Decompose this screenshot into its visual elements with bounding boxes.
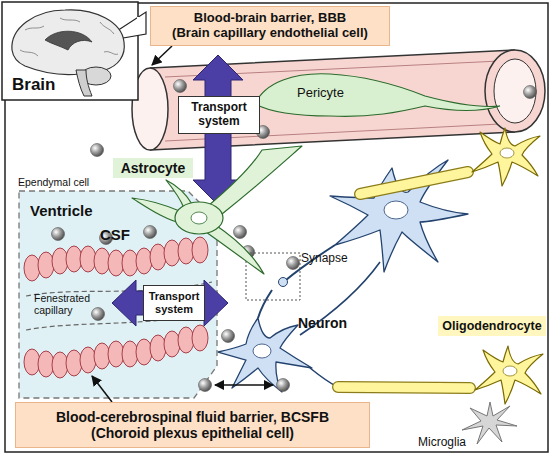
molecule: [277, 379, 290, 392]
text-holder: Astrocyte: [113, 158, 193, 178]
axon-terminal: [279, 278, 288, 287]
astrocyte-endfoot: [208, 146, 302, 214]
molecule: [91, 144, 104, 157]
exchange-arrow: [215, 384, 273, 386]
cell-label: Pericyte: [297, 86, 357, 100]
neuron-cell: [330, 160, 468, 272]
barrier-box: Blood-cerebrospinal fluid barrier, BCSFB…: [15, 402, 370, 448]
text-holder: Oligodendrocyte: [438, 316, 546, 336]
text-holder: Transport system: [144, 286, 204, 320]
structure-label: Synapse: [301, 252, 361, 265]
molecule: [287, 257, 300, 270]
neuron-nucleus: [253, 344, 271, 358]
box-title: Oligodendrocyte: [442, 319, 541, 333]
text-holder: Blood-brain barrier, BBB(Brain capillary…: [151, 7, 389, 45]
brainstem: [76, 70, 92, 96]
synapse-frame: [246, 253, 300, 300]
cell-nucleus: [500, 148, 514, 158]
dendrite: [258, 290, 272, 318]
oligodendrocyte-cell: [475, 346, 543, 404]
molecule: [174, 80, 187, 93]
transport-box: Transport system: [178, 96, 260, 134]
cell-label: Ependymal cell: [18, 177, 108, 189]
structure-label: Fenestrated capillary: [34, 293, 98, 316]
cell-label: Microglia: [418, 436, 488, 449]
leader-arrow: [152, 46, 172, 65]
vessel-lumen: [494, 59, 536, 123]
neuron-cell: [218, 318, 312, 392]
region-title: Ventricle: [30, 202, 93, 219]
text-holder: Transport system: [179, 97, 259, 133]
molecule: [234, 226, 247, 239]
outer-frame: [5, 3, 548, 452]
transport-box: Transport system: [143, 285, 205, 321]
box-title: Astrocyte: [121, 160, 186, 176]
barrier-box: Blood-brain barrier, BBB(Brain capillary…: [150, 6, 390, 46]
molecule: [524, 86, 537, 99]
molecule: [222, 330, 235, 343]
box-title: Transport system: [179, 101, 259, 129]
oligodendrocyte-cell: [472, 128, 540, 186]
organ-label: Brain: [12, 76, 72, 95]
region-title: CSF: [100, 226, 130, 243]
neuron-nucleus: [384, 201, 408, 219]
cell-label-box: Astrocyte: [113, 158, 193, 178]
box-subtitle: (Choroid plexus epithelial cell): [91, 425, 294, 441]
cell-nucleus: [503, 366, 517, 376]
inset-pointer-gap: [137, 17, 139, 29]
cell-label: Neuron: [298, 316, 358, 331]
box-title: Blood-brain barrier, BBB: [194, 11, 346, 26]
inset-frame: [2, 2, 138, 100]
axon: [310, 368, 336, 386]
box-title: Transport system: [144, 290, 204, 315]
molecule: [242, 246, 255, 259]
box-subtitle: (Brain capillary endothelial cell): [172, 26, 368, 41]
text-holder: Blood-cerebrospinal fluid barrier, BCSFB…: [16, 403, 369, 447]
myelin-sheath: [360, 172, 468, 194]
microglia-cell: [462, 402, 517, 444]
box-title: Blood-cerebrospinal fluid barrier, BCSFB: [56, 409, 329, 425]
brain-ventricle: [45, 31, 92, 50]
myelin-sheath: [360, 172, 468, 194]
brain-outline: [12, 10, 124, 75]
vessel-end: [485, 50, 545, 132]
cell-label-box: Oligodendrocyte: [438, 316, 546, 336]
region-outline: [19, 191, 217, 398]
brain-gyri: [20, 18, 118, 56]
pericyte-cell: [255, 74, 500, 117]
myelin-sheath: [338, 387, 470, 388]
myelin-sheath: [338, 387, 470, 388]
